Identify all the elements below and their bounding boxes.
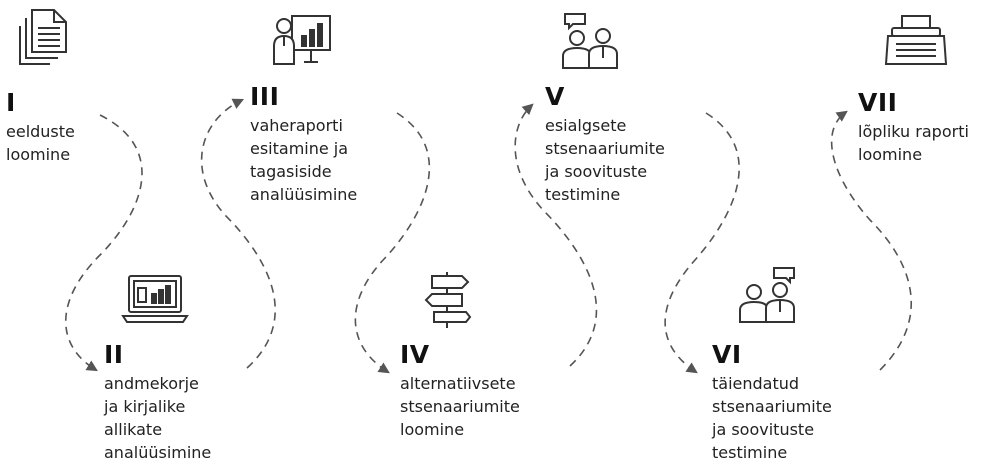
step-numeral: I xyxy=(6,88,16,117)
presentation-icon xyxy=(272,12,334,72)
step-label-line: stsenaariumite xyxy=(712,397,832,416)
step-label-line: lõpliku raporti xyxy=(858,122,969,141)
step-label-line: andmekorje xyxy=(104,374,199,393)
connector-iv-v xyxy=(514,103,598,367)
step-label-line: tagasiside xyxy=(250,162,332,181)
step-label-line: analüüsimine xyxy=(104,443,212,462)
discussion-icon xyxy=(559,12,623,76)
step-label-line: analüüsimine xyxy=(250,185,358,204)
step-label-line: eelduste xyxy=(6,122,75,141)
step-label-line: vaheraporti xyxy=(250,116,343,135)
step-label-line: esialgsete xyxy=(545,116,627,135)
step-label-line: loomine xyxy=(400,420,465,439)
connector-vi-vii xyxy=(830,110,913,371)
step-label-line: ja soovituste xyxy=(545,162,648,181)
step-label-line: stsenaariumite xyxy=(545,139,665,158)
connector-v-vi xyxy=(664,112,740,374)
step-numeral: V xyxy=(545,82,565,111)
step-numeral: III xyxy=(250,82,280,111)
connector-iii-iv xyxy=(354,112,431,374)
step-3: III vaheraporti esitamine ja tagasiside … xyxy=(250,84,357,206)
step-label-line: esitamine ja xyxy=(250,139,349,158)
connector-ii-iii xyxy=(200,98,276,369)
step-1: I eelduste loomine xyxy=(6,90,75,166)
step-label-line: ja soovituste xyxy=(712,420,815,439)
signpost-icon xyxy=(422,268,472,334)
step-4: IV alternatiivsete stsenaariumite loomin… xyxy=(400,342,520,441)
step-label-line: testimine xyxy=(545,185,621,204)
step-7: VII lõpliku raporti loomine xyxy=(858,90,969,166)
step-5: V esialgsete stsenaariumite ja soovitust… xyxy=(545,84,665,206)
laptop-chart-icon xyxy=(121,272,189,330)
discussion-icon xyxy=(736,266,800,330)
step-label-line: täiendatud xyxy=(712,374,800,393)
step-label-line: allikate xyxy=(104,420,163,439)
step-label-line: testimine xyxy=(712,443,788,462)
documents-icon xyxy=(14,6,70,72)
connector-i-ii xyxy=(65,114,143,372)
typewriter-icon xyxy=(884,14,948,72)
step-label-line: ja kirjalike xyxy=(104,397,186,416)
step-6: VI täiendatud stsenaariumite ja soovitus… xyxy=(712,342,832,464)
step-2: II andmekorje ja kirjalike allikate anal… xyxy=(104,342,211,464)
step-numeral: VI xyxy=(712,340,742,369)
step-label-line: loomine xyxy=(6,145,71,164)
step-numeral: II xyxy=(104,340,124,369)
step-label-line: loomine xyxy=(858,145,923,164)
step-label-line: alternatiivsete xyxy=(400,374,516,393)
step-label-line: stsenaariumite xyxy=(400,397,520,416)
step-numeral: IV xyxy=(400,340,430,369)
step-numeral: VII xyxy=(858,88,898,117)
